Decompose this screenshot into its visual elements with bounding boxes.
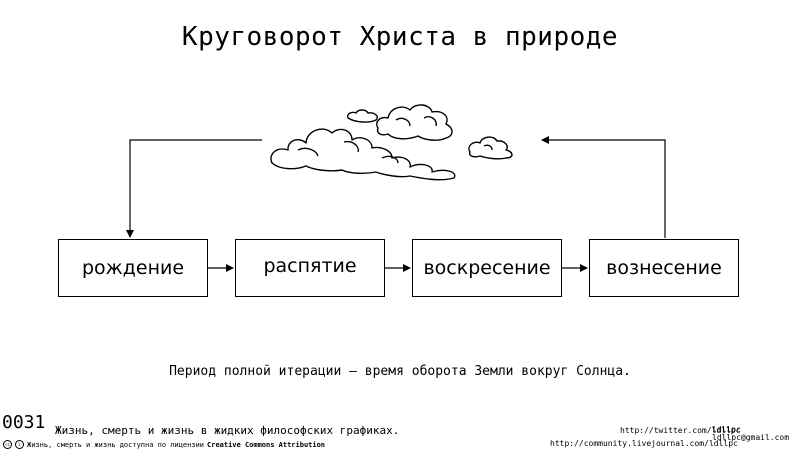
caption: Период полной итерации — время оборота З…	[169, 364, 631, 379]
stage-label: распятие	[263, 255, 357, 277]
stage-label: вознесение	[606, 257, 722, 279]
arrow-clouds-to-birth	[126, 139, 262, 238]
license-line: cc i Жизнь, смерть и жизнь доступна по л…	[3, 440, 325, 449]
stage-box-crucifixion: распятие	[235, 239, 385, 297]
email-link[interactable]: ldllpc@gmail.com	[712, 433, 790, 442]
license-text: Жизнь, смерть и жизнь доступна по лиценз…	[27, 440, 205, 449]
stage-box-ascension: вознесение	[589, 239, 739, 297]
livejournal-link[interactable]: http://community.livejournal.com/ldllpc	[550, 439, 738, 448]
email-block[interactable]: ldllpc ldllpc@gmail.com	[712, 426, 789, 442]
diagram-title: Круговорот Христа в природе	[181, 22, 619, 52]
cc-icon: cc	[3, 440, 12, 449]
stage-label: рождение	[81, 257, 185, 279]
stage-box-birth: рождение	[58, 239, 208, 297]
email-user: ldllpc	[712, 425, 741, 434]
stage-label: воскресение	[423, 257, 551, 279]
series-tagline: Жизнь, смерть и жизнь в жидких философск…	[55, 424, 400, 437]
arrow-ascension-to-clouds	[541, 136, 666, 238]
stage-box-resurrection: воскресение	[412, 239, 562, 297]
attribution-icon: i	[15, 440, 24, 449]
comic-number: 0031	[2, 412, 46, 433]
license-link[interactable]: Creative Commons Attribution	[207, 440, 326, 449]
twitter-link[interactable]: http://twitter.com/ldllpc	[620, 426, 741, 435]
